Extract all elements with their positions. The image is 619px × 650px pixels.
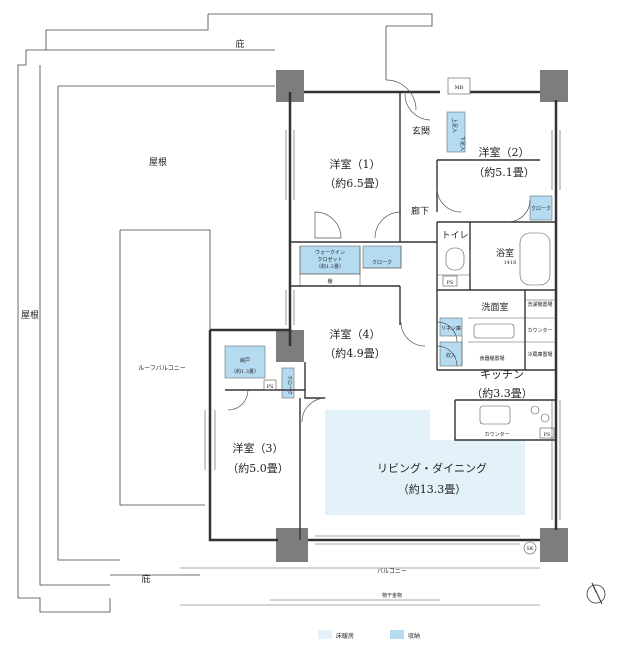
kitchen-sink-icon	[479, 405, 511, 425]
shelf-label: 棚	[327, 278, 332, 285]
legend-label-floor-heating: 床暖房	[336, 632, 354, 640]
lower-shoe-storage-label: 下足入	[459, 136, 465, 151]
bedroom-4-name: 洋室（4）	[330, 327, 381, 341]
linen-label: リネン庫	[441, 325, 461, 332]
mb-box	[447, 77, 471, 95]
stove-icon	[530, 405, 540, 415]
bedroom-1-size: （約6.5畳）	[324, 176, 386, 190]
storage-room-size: （約1.3畳）	[231, 368, 259, 375]
interior-walls	[225, 92, 556, 540]
ps-label-3: PS	[544, 432, 551, 438]
ps-box	[263, 379, 277, 391]
counter-label-2: カウンター	[484, 431, 509, 438]
roof-label-1: 屋根	[149, 156, 167, 168]
roof-balcony-label: ルーフバルコニー	[138, 365, 186, 372]
sk-label: SK	[526, 546, 533, 552]
roof-label-2: 屋根	[21, 309, 39, 321]
doors	[227, 79, 531, 423]
kitchen-size: （約3.3畳）	[471, 386, 533, 400]
columns	[276, 70, 568, 562]
bedroom-3-size: （約5.0畳）	[227, 461, 289, 475]
closet-label-2: クローク	[531, 206, 551, 212]
balcony-label: バルコニー	[377, 568, 407, 575]
floor-heating-area	[325, 410, 525, 515]
roof-outline	[17, 13, 433, 613]
ps-box	[442, 275, 458, 287]
windows	[180, 130, 561, 606]
bedroom-2-size: （約5.1畳）	[473, 165, 535, 179]
bathroom-name: 浴室	[496, 247, 514, 259]
bedroom-3-name: 洋室（3）	[233, 441, 284, 455]
living-dining-name: リビング・ダイニング	[377, 461, 487, 475]
fixtures	[263, 77, 555, 555]
legend-swatch-floor-heating	[318, 630, 332, 639]
legend-swatch-storage	[390, 630, 404, 639]
upper-shoe-storage-label: 上足入	[451, 118, 458, 133]
wic-label-3: （約1.2畳）	[316, 263, 344, 270]
column	[276, 528, 308, 562]
closet-area-2	[529, 195, 553, 221]
ps-label-2: PS	[447, 280, 454, 286]
walls	[208, 90, 558, 542]
toilet-icon	[445, 247, 465, 271]
bedroom-4-size: （約4.9畳）	[324, 346, 386, 360]
ps-box	[539, 427, 555, 439]
bathroom-size: 1418	[504, 260, 517, 266]
mb-label: MB	[455, 85, 464, 91]
living-dining-size: （約13.3畳）	[398, 482, 467, 496]
column	[540, 528, 568, 562]
ps-label-1: PS	[267, 384, 274, 390]
eaves-bottom-label: 庇	[141, 573, 150, 585]
kitchen-name: キッチン	[480, 368, 524, 381]
stove-icon	[540, 413, 550, 423]
closet-label-3: クローク	[286, 375, 292, 395]
wic-label-2: クロゼット	[317, 256, 342, 263]
washroom-label: 洗面室	[481, 301, 508, 313]
column	[540, 70, 568, 102]
wic-label-1: ウォークイン	[315, 249, 345, 256]
small-storage-label: 収入	[446, 352, 456, 359]
north-arrow-icon	[586, 582, 606, 605]
washbasin-icon	[473, 323, 515, 339]
storage-room-area	[224, 345, 266, 379]
toilet-label: トイレ	[441, 231, 468, 241]
drying-hardware-label: 物干金物	[382, 592, 402, 599]
linen-area	[439, 317, 463, 337]
sk-icon	[523, 541, 537, 555]
bedroom-1-name: 洋室（1）	[330, 157, 381, 171]
storage-room-name: 納戸	[240, 357, 250, 364]
bedroom-2-name: 洋室（2）	[479, 145, 530, 159]
labels: 庇 屋根 屋根 ルーフバルコニー 庇 バルコニー 物干金物 洋室（1） （約6.…	[21, 38, 553, 599]
legend: 床暖房 収納	[318, 630, 420, 640]
storage-areas	[224, 111, 553, 399]
entrance-label: 玄関	[412, 125, 430, 137]
fridge-label: 冷蔵庫置場	[527, 351, 552, 358]
closet-label-1: クローク	[372, 260, 392, 266]
washer-label: 洗濯機置場	[527, 301, 552, 308]
hall-label: 廊下	[411, 205, 429, 217]
eaves-top-label: 庇	[235, 38, 244, 50]
partitions	[299, 246, 556, 366]
counter-label-1: カウンター	[527, 327, 552, 334]
dishwasher-label: 食器棚置場	[479, 355, 504, 362]
bathtub-icon	[519, 232, 551, 286]
shoe-storage-area	[446, 111, 466, 153]
legend-label-storage: 収納	[408, 632, 420, 640]
